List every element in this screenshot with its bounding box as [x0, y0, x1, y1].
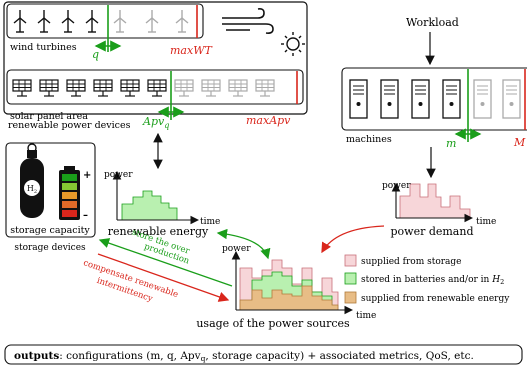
renewable-energy-chart: power time renewable energy [104, 170, 220, 238]
solar-panel-icon-inactive [255, 79, 275, 97]
svg-text:H2: H2 [27, 184, 37, 195]
max-wt-label: maxWT [170, 44, 213, 57]
m-label: m [446, 137, 456, 150]
max-m-label: M [513, 136, 526, 149]
usage-caption: usage of the power sources [196, 317, 350, 330]
renewable-caption: renewable energy [108, 225, 209, 238]
storage-devices-label: storage devices [14, 243, 86, 253]
legend-swatch-stored [344, 272, 357, 285]
wind-turbines-box [6, 3, 204, 39]
solar-panel-icon [93, 79, 113, 97]
battery-minus-sign: – [83, 210, 88, 221]
turbine-icon-inactive [113, 9, 127, 33]
turbine-icon [85, 9, 99, 33]
solar-panel-icon-inactive [228, 79, 248, 97]
renewable-xlabel: time [200, 217, 220, 227]
renewable-ylabel: power [104, 170, 133, 180]
max-apv-label: maxApv [246, 114, 291, 127]
compensate-intermittency-arrow [97, 253, 230, 302]
demand-caption: power demand [390, 225, 473, 238]
battery-icon [59, 166, 80, 220]
renewable-usage-arrow [216, 228, 271, 260]
legend-stored-label: stored in batteries and/or in H2 [361, 275, 504, 286]
legend-swatch-storage [344, 254, 357, 267]
usage-legend: supplied from storage stored in batterie… [344, 254, 510, 304]
power-demand-chart: power time power demand [382, 181, 496, 238]
server-icon-inactive [502, 79, 521, 119]
q-label: q [92, 48, 99, 61]
server-icon-inactive [473, 79, 492, 119]
server-icon [349, 79, 368, 119]
usage-chart: power time usage of the power sources [196, 244, 376, 330]
solar-area-label: solar panel area [10, 111, 88, 122]
turbine-icon-inactive [175, 9, 189, 33]
demand-xlabel: time [476, 217, 496, 227]
solar-panels-box [6, 69, 304, 105]
solar-panel-icon [39, 79, 59, 97]
renewable-devices-label: renewable power devices [8, 120, 131, 131]
machines-box [341, 67, 527, 131]
turbine-icon-inactive [145, 9, 159, 33]
solar-panel-icon [12, 79, 32, 97]
turbine-icon [37, 9, 51, 33]
legend-swatch-renewable [344, 291, 357, 304]
demand-ylabel: power [382, 181, 411, 191]
usage-ylabel: power [222, 244, 251, 254]
solar-panel-icon [120, 79, 140, 97]
wind-icon [222, 8, 274, 34]
store-overproduction-arrow [98, 238, 233, 287]
legend-renewable-label: supplied from renewable energy [361, 294, 510, 304]
renewable-energy-area [121, 190, 178, 221]
solar-panel-icon [66, 79, 86, 97]
workload-label: Workload [406, 16, 459, 29]
server-icon [442, 79, 461, 119]
server-icon [411, 79, 430, 119]
renewable-devices-frame [3, 1, 308, 115]
hydrogen-tank-icon: H2 [20, 143, 44, 218]
usage-xlabel: time [356, 311, 376, 321]
demand-usage-arrow [321, 225, 385, 254]
solar-panel-icon [147, 79, 167, 97]
solar-panel-icon-inactive [201, 79, 221, 97]
power-demand-area [399, 183, 471, 219]
outputs-text: outputs: configurations (m, q, Apvq, sto… [14, 350, 474, 363]
outputs-box [4, 344, 523, 365]
storage-capacity-label: storage capacity [10, 225, 90, 236]
apv-label: Apvq [142, 115, 169, 130]
storage-box [5, 142, 96, 238]
battery-plus-sign: + [83, 170, 91, 181]
legend-storage-label: supplied from storage [361, 257, 462, 267]
server-icon [380, 79, 399, 119]
wind-turbines-label: wind turbines [10, 42, 77, 53]
solar-panel-icon-inactive [174, 79, 194, 97]
turbine-icon [13, 9, 27, 33]
sun-icon [281, 32, 305, 56]
renewable-supply-area [239, 285, 339, 311]
turbine-icon [61, 9, 75, 33]
machines-label: machines [346, 134, 392, 145]
